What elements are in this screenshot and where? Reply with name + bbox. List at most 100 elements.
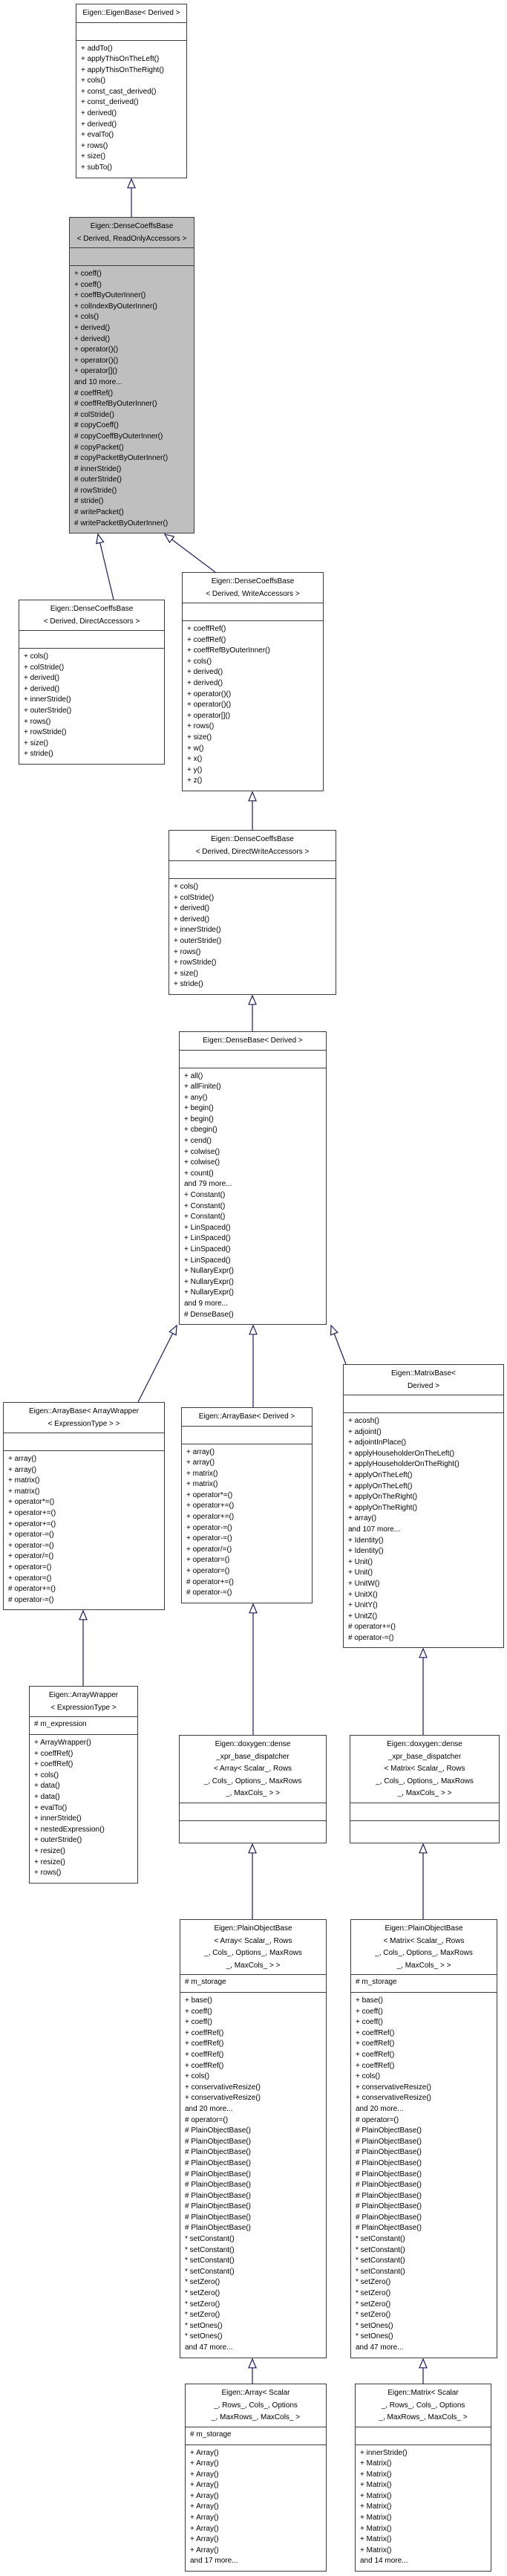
class-node-plainobjectbase-array[interactable]: Eigen::PlainObjectBase< Array< Scalar_, … <box>180 1919 327 2358</box>
member-line: * setZero() <box>356 2289 391 2298</box>
member-line: + outerStride() <box>34 1836 82 1845</box>
class-title-line: _, Rows_, Cols_, Options <box>214 2401 298 2410</box>
member-line: # PlainObjectBase() <box>356 2213 422 2222</box>
member-line: + LinSpaced() <box>184 1234 231 1243</box>
member-line: * setOnes() <box>185 2332 223 2341</box>
member-line: + coeffRef() <box>356 2050 395 2059</box>
member-line: + Array() <box>190 2546 219 2554</box>
member-line: + applyOnTheRight() <box>348 1503 418 1512</box>
class-node-plainobjectbase-matrix[interactable]: Eigen::PlainObjectBase< Matrix< Scalar_,… <box>350 1919 497 2358</box>
class-node-densecoeffsbase-direct[interactable]: Eigen::DenseCoeffsBase< Derived, DirectA… <box>19 600 165 765</box>
class-node-arraybase-arraywrapper[interactable]: Eigen::ArrayBase< ArrayWrapper< Expressi… <box>3 1402 165 1611</box>
class-members: + innerStride()+ Matrix()+ Matrix()+ Mat… <box>356 2445 491 2572</box>
member-line: # PlainObjectBase() <box>185 2170 251 2178</box>
member-line: + coeffRef() <box>356 2061 395 2070</box>
class-members: + array()+ array()+ matrix()+ matrix()+ … <box>182 1444 312 1603</box>
member-line: + array() <box>8 1455 37 1463</box>
member-line: + operator+=() <box>8 1508 56 1517</box>
member-line: + cols() <box>34 1771 59 1779</box>
inheritance-edge <box>331 1326 347 1365</box>
member-line: + Identity() <box>348 1536 384 1545</box>
member-line: + conservativeResize() <box>356 2094 431 2103</box>
member-line: + LinSpaced() <box>184 1223 231 1232</box>
class-title: Eigen::DenseCoeffsBase< Derived, DirectW… <box>169 831 336 861</box>
member-line: + UnitW() <box>348 1579 380 1588</box>
member-line: and 107 more... <box>348 1525 401 1534</box>
class-node-eigenbase[interactable]: Eigen::EigenBase< Derived >+ addTo()+ ap… <box>76 4 187 178</box>
class-node-arraywrapper[interactable]: Eigen::ArrayWrapper< ExpressionType ># m… <box>29 1686 138 1884</box>
class-attributes: # m_storage <box>180 1975 326 1993</box>
class-title-line: Eigen::DenseCoeffsBase <box>211 835 294 843</box>
class-title-line: _xpr_base_dispatcher <box>387 1752 462 1761</box>
member-line: + coeff() <box>356 2007 383 2016</box>
class-title-line: _, MaxCols_ > > <box>396 1961 451 1970</box>
member-line: + colwise() <box>184 1147 220 1156</box>
class-node-array[interactable]: Eigen::Array< Scalar_, Rows_, Cols_, Opt… <box>185 2384 327 2572</box>
member-line: + innerStride() <box>34 1814 82 1823</box>
member-line: # operator-=() <box>348 1633 394 1642</box>
member-line: # outerStride() <box>74 476 122 484</box>
member-line: and 17 more... <box>190 2557 238 2566</box>
member-line: + Matrix() <box>360 2491 392 2500</box>
member-line: + cols() <box>24 652 49 661</box>
member-line: + applyThisOnTheLeft() <box>81 55 160 64</box>
class-node-dispatcher-matrix[interactable]: Eigen::doxygen::dense_xpr_base_dispatche… <box>350 1735 500 1843</box>
member-line: + stride() <box>24 750 53 759</box>
member-line: * setZero() <box>185 2300 220 2309</box>
class-title-line: _xpr_base_dispatcher <box>216 1752 290 1761</box>
class-members: + base()+ coeff()+ coeff()+ coeffRef()+ … <box>180 1993 326 2358</box>
member-line: + acosh() <box>348 1417 379 1425</box>
member-line: + derived() <box>187 668 223 677</box>
class-node-matrix[interactable]: Eigen::Matrix< Scalar_, Rows_, Cols_, Op… <box>355 2384 491 2572</box>
class-attributes <box>4 1433 164 1451</box>
class-title-line: _, MaxCols_ > > <box>226 1961 281 1970</box>
class-node-densecoeffsbase-directwrite[interactable]: Eigen::DenseCoeffsBase< Derived, DirectW… <box>169 830 336 995</box>
member-line: * setConstant() <box>356 2235 405 2244</box>
member-line: + coeffByOuterInner() <box>74 291 146 300</box>
member-line: + matrix() <box>186 1480 218 1489</box>
member-line: * setZero() <box>185 2278 220 2287</box>
class-title: Eigen::PlainObjectBase< Matrix< Scalar_,… <box>351 1920 497 1975</box>
class-title: Eigen::EigenBase< Derived > <box>76 4 186 23</box>
member-line: + innerStride() <box>24 695 71 704</box>
member-line: + UnitY() <box>348 1601 378 1610</box>
class-attributes <box>70 248 194 266</box>
class-node-matrixbase[interactable]: Eigen::MatrixBase<Derived >+ acosh()+ ad… <box>343 1364 504 1649</box>
member-line: + derived() <box>81 109 117 118</box>
member-line: + coeffRef() <box>34 1749 73 1758</box>
member-line: + colIndexByOuterInner() <box>74 302 157 311</box>
class-title-line: _, MaxRows_, MaxCols_ > <box>211 2413 301 2421</box>
member-line: + operator[]() <box>187 711 231 720</box>
member-line: + cols() <box>187 657 212 666</box>
member-line: + derived() <box>187 678 223 687</box>
member-line: # operator-=() <box>8 1595 54 1604</box>
class-title-line: Eigen::Matrix< Scalar <box>387 2389 459 2397</box>
member-line: + rows() <box>174 947 201 956</box>
class-node-arraybase-derived[interactable]: Eigen::ArrayBase< Derived >+ array()+ ar… <box>181 1407 313 1603</box>
member-line: + operator/=() <box>186 1545 232 1554</box>
member-line: + operator=() <box>8 1574 52 1583</box>
member-line: + coeffRef() <box>185 2050 224 2059</box>
class-attributes: # m_storage <box>351 1975 497 1993</box>
class-node-densebase[interactable]: Eigen::DenseBase< Derived >+ all()+ allF… <box>179 1031 327 1326</box>
class-title-line: _, Cols_, Options_, MaxRows <box>203 1777 302 1785</box>
class-title-line: < ExpressionType > > <box>48 1419 120 1428</box>
class-title: Eigen::DenseCoeffsBase< Derived, DirectA… <box>19 600 164 631</box>
member-line: + addTo() <box>81 44 113 53</box>
member-line: and 47 more... <box>185 2343 233 2352</box>
member-line: + coeff() <box>185 2007 212 2016</box>
class-node-densecoeffsbase-readonly[interactable]: Eigen::DenseCoeffsBase< Derived, ReadOnl… <box>69 217 194 534</box>
class-node-densecoeffsbase-write[interactable]: Eigen::DenseCoeffsBase< Derived, WriteAc… <box>182 572 324 791</box>
class-attributes <box>180 1051 326 1068</box>
class-node-dispatcher-array[interactable]: Eigen::doxygen::dense_xpr_base_dispatche… <box>179 1735 327 1843</box>
class-attributes: # m_storage <box>186 2427 326 2445</box>
member-line: + derived() <box>174 915 210 924</box>
member-line: + applyOnTheRight() <box>348 1493 418 1502</box>
member-line: # copyPacket() <box>74 443 124 452</box>
class-title: Eigen::MatrixBase<Derived > <box>344 1365 503 1395</box>
member-line: + operator/=() <box>8 1552 54 1561</box>
class-members: + cols()+ colStride()+ derived()+ derive… <box>169 879 336 994</box>
member-line: + operator=() <box>186 1556 230 1565</box>
member-line: # PlainObjectBase() <box>356 2137 422 2146</box>
member-line: # PlainObjectBase() <box>185 2137 251 2146</box>
